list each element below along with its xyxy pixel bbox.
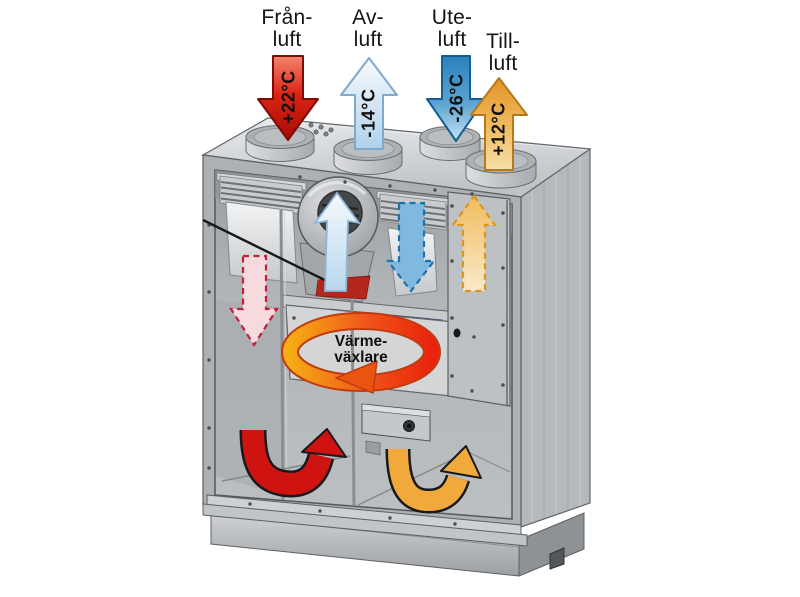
duct-label-avluft: Av- luft [352,6,384,52]
uteluft-arrow [426,55,486,142]
duct-label-line: luft [272,28,302,52]
duct-label-line: Från- [261,6,313,29]
duct-label-tilluft: Till- luft [485,30,521,76]
heat-exchanger-label-line: växlare [334,349,388,366]
bottom-rail-lower [202,503,528,547]
tilluft-arrow [470,77,528,171]
supply-air-dashed-arrow [450,194,498,293]
temp-label-avluft: -14°C [358,88,379,138]
duct-label-line: luft [437,28,467,52]
extract-air-u-arrow [239,428,347,498]
cabinet-foot [549,547,565,570]
duct-label-line: luft [488,52,518,76]
duct-label-line: luft [353,28,383,52]
temp-label-tilluft: +12°C [488,102,509,156]
duct-label-uteluft: Ute- luft [431,6,473,52]
fan-outlet-arrow [312,191,362,292]
damper-box [361,403,431,456]
heat-exchanger-rotation-arrow [281,312,441,394]
duct-label-line: Av- [352,6,384,29]
outdoor-air-dashed-arrow [385,201,437,293]
heat-exchanger-label-line: Värme- [334,332,388,350]
screws [207,175,476,526]
duct-label-franluft: Från- luft [261,6,313,52]
top-face-bolts [308,122,334,137]
heat-exchanger-label: Värme- växlare [334,332,388,366]
cable-grommet [453,328,461,338]
temp-label-uteluft: -26°C [446,73,467,123]
interior-left-shadow [216,300,286,497]
franluft-arrow [257,55,319,141]
duct-label-line: Till- [485,30,521,53]
pointer-line [202,218,346,292]
avluft-arrow [340,57,398,150]
supply-air-u-arrow [385,445,482,514]
extract-air-dashed-arrow [228,254,280,348]
temp-label-franluft: +22°C [278,70,299,124]
duct-label-line: Ute- [431,6,473,29]
side-panel-brushed-texture [531,157,581,522]
